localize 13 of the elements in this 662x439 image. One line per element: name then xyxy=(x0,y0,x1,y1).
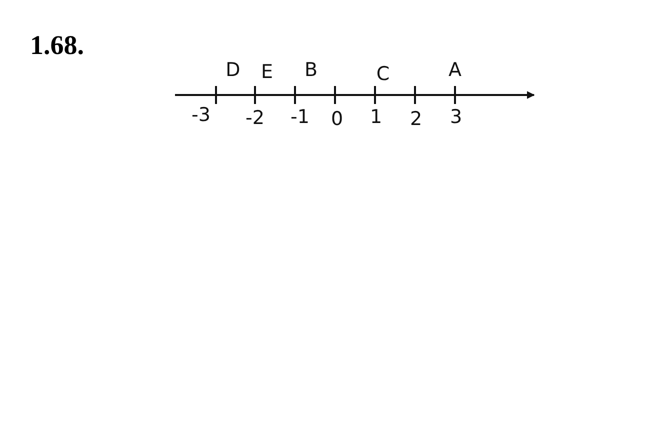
tick-value: 2 xyxy=(410,108,422,130)
exercise-number: 1.68. xyxy=(30,30,84,60)
tick-value: 0 xyxy=(330,108,344,130)
tick-value: 1 xyxy=(370,106,382,128)
tick-value: -3 xyxy=(192,104,210,126)
tick-value: -1 xyxy=(290,106,310,128)
point-label: A xyxy=(448,59,462,81)
tick-value: -2 xyxy=(246,107,264,129)
point-label: B xyxy=(304,59,318,81)
point-label: E xyxy=(261,61,273,83)
tick-value: 3 xyxy=(450,106,462,128)
point-label: D xyxy=(226,59,240,81)
point-label: C xyxy=(376,63,390,85)
